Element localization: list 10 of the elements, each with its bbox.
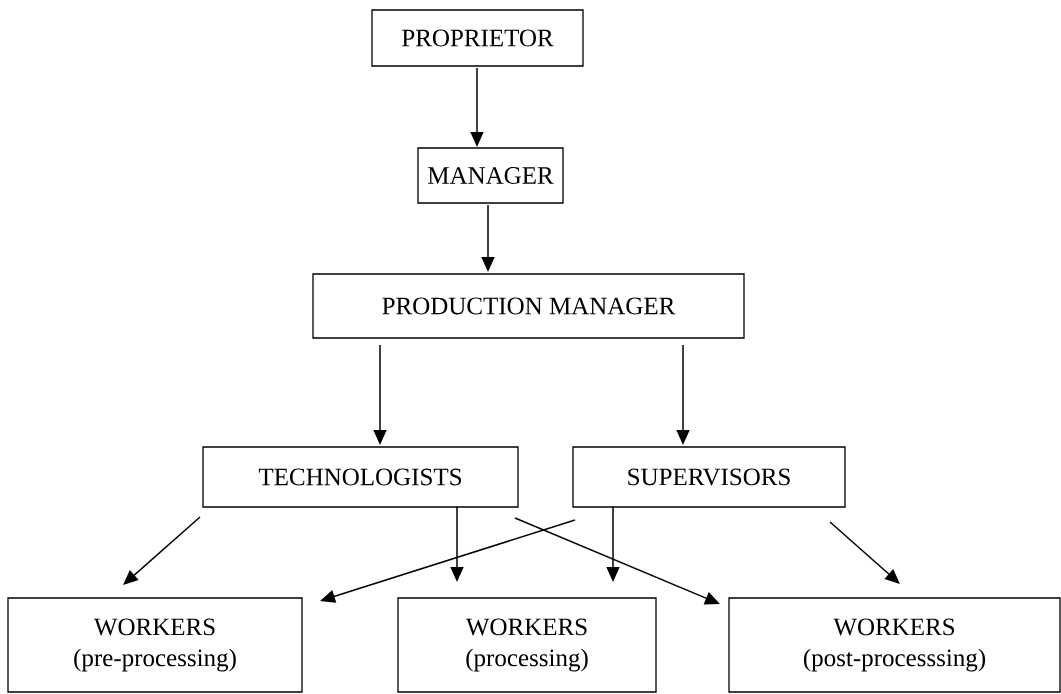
arrow — [123, 516, 201, 585]
role-box: TECHNOLOGISTS — [202, 446, 519, 508]
role-box: SUPERVISORS — [572, 446, 846, 508]
role-box: PROPRIETOR — [371, 9, 584, 67]
worker-box: WORKERS (processing) — [397, 597, 657, 693]
role-box: PRODUCTION MANAGER — [312, 273, 745, 339]
worker-box: WORKERS (post-processsing) — [728, 597, 1061, 693]
worker-box: WORKERS (pre-processing) — [7, 597, 303, 693]
arrow — [829, 521, 900, 584]
role-box: MANAGER — [417, 147, 564, 204]
